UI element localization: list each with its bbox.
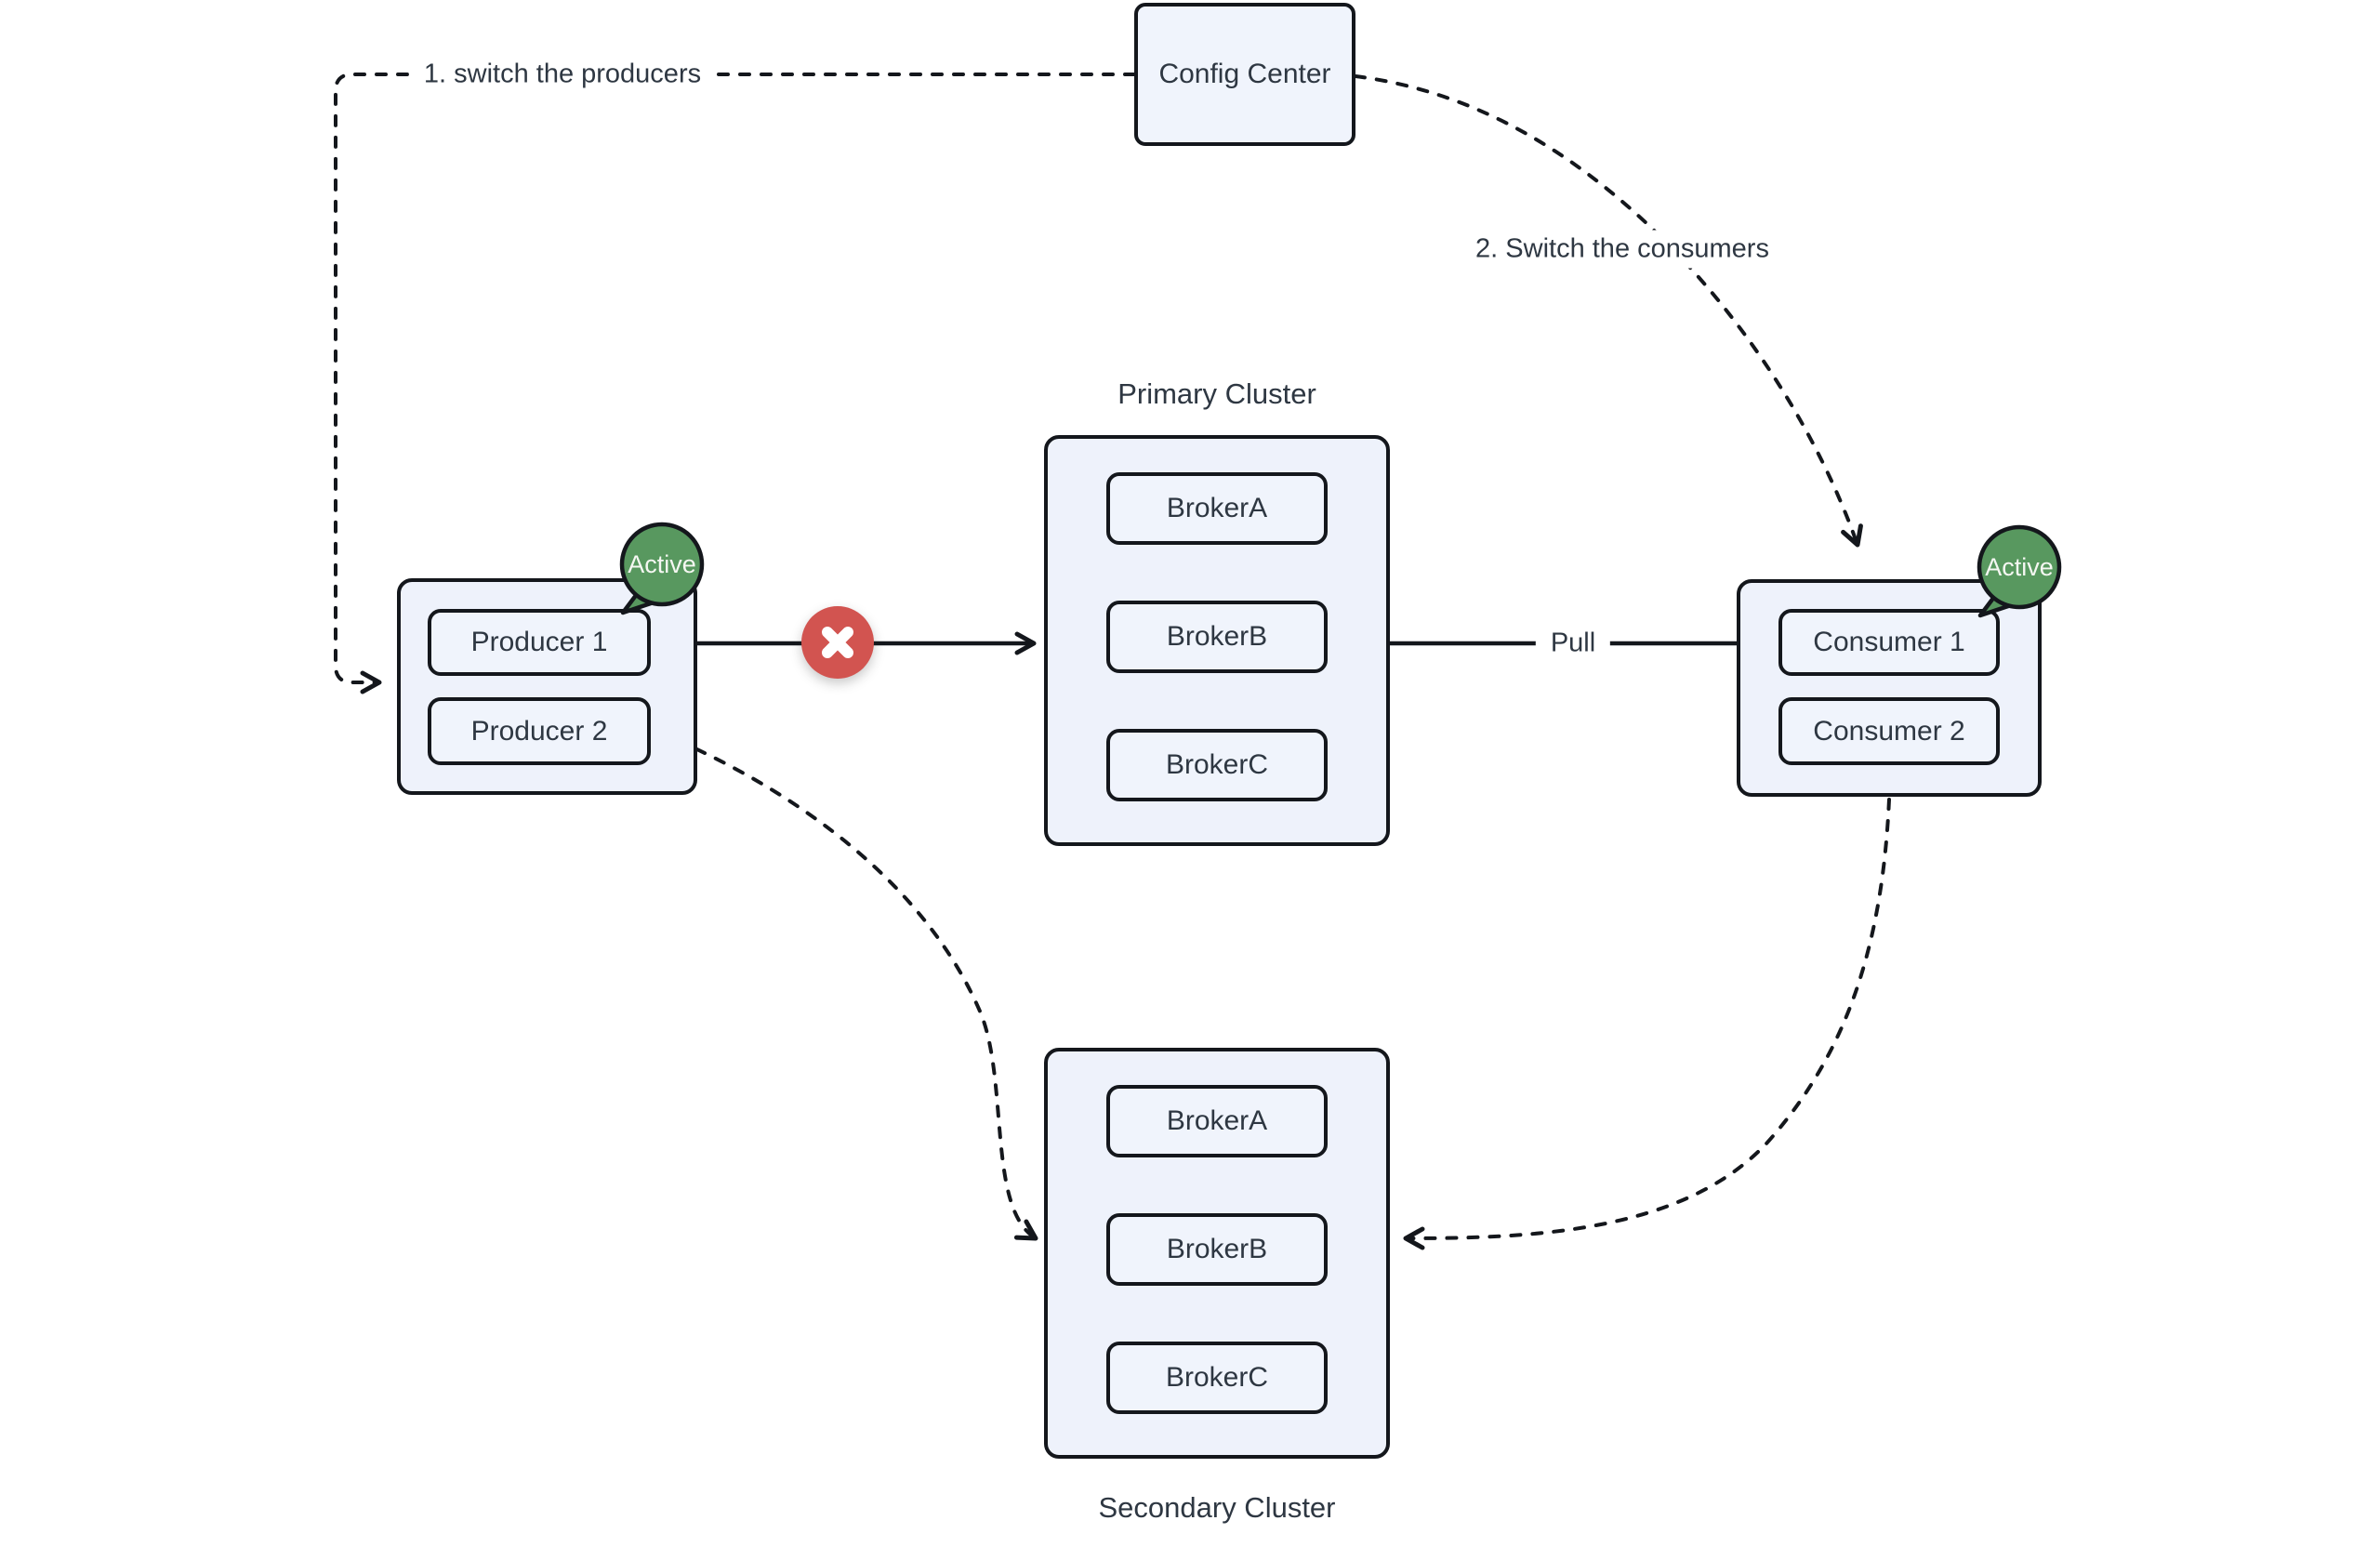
primary-broker-b-node: BrokerB	[1106, 601, 1328, 673]
edge-label-switch-producers: 1. switch the producers	[408, 55, 717, 94]
secondary-broker-a-label: BrokerA	[1166, 1105, 1268, 1136]
producer-2-node: Producer 2	[428, 697, 651, 765]
secondary-cluster-title: Secondary Cluster	[1098, 1491, 1336, 1524]
config-center-node: Config Center	[1134, 3, 1355, 146]
producer-1-label: Producer 1	[470, 627, 608, 657]
secondary-broker-b-node: BrokerB	[1106, 1213, 1328, 1286]
consumer-1-node: Consumer 1	[1778, 609, 2000, 676]
primary-broker-b-label: BrokerB	[1166, 621, 1268, 652]
consumers-active-label: Active	[1985, 553, 2054, 581]
config-center-label: Config Center	[1158, 59, 1331, 89]
primary-broker-a-node: BrokerA	[1106, 472, 1328, 545]
edge-config-to-consumers	[1354, 74, 1863, 548]
edge-label-pull: Pull	[1535, 624, 1611, 663]
consumers-active-badge: Active	[1977, 524, 2062, 618]
edge-config-to-producers	[334, 73, 1136, 694]
primary-broker-c-label: BrokerC	[1165, 749, 1269, 780]
edge-producer2-to-secondary	[655, 730, 1038, 1241]
edge-consumers-to-secondary	[1403, 798, 1891, 1250]
speech-bubble-icon	[1977, 524, 2062, 610]
producer-2-label: Producer 2	[470, 715, 608, 747]
secondary-broker-b-label: BrokerB	[1166, 1234, 1268, 1264]
primary-broker-c-node: BrokerC	[1106, 729, 1328, 801]
secondary-broker-c-node: BrokerC	[1106, 1342, 1328, 1414]
consumer-1-label: Consumer 1	[1813, 627, 1965, 657]
speech-bubble-icon	[619, 522, 705, 607]
producer-1-node: Producer 1	[428, 609, 651, 676]
primary-cluster-title: Primary Cluster	[1117, 377, 1316, 410]
link-failed-indicator	[801, 606, 874, 679]
producers-active-badge: Active	[619, 522, 705, 615]
primary-broker-a-label: BrokerA	[1166, 493, 1268, 523]
producers-active-label: Active	[628, 550, 696, 578]
consumer-2-node: Consumer 2	[1778, 697, 2000, 765]
error-x-icon	[822, 627, 853, 658]
secondary-broker-c-label: BrokerC	[1165, 1362, 1269, 1393]
consumer-2-label: Consumer 2	[1813, 715, 1965, 747]
edge-label-switch-consumers: 2. Switch the consumers	[1461, 230, 1784, 269]
secondary-broker-a-node: BrokerA	[1106, 1085, 1328, 1157]
